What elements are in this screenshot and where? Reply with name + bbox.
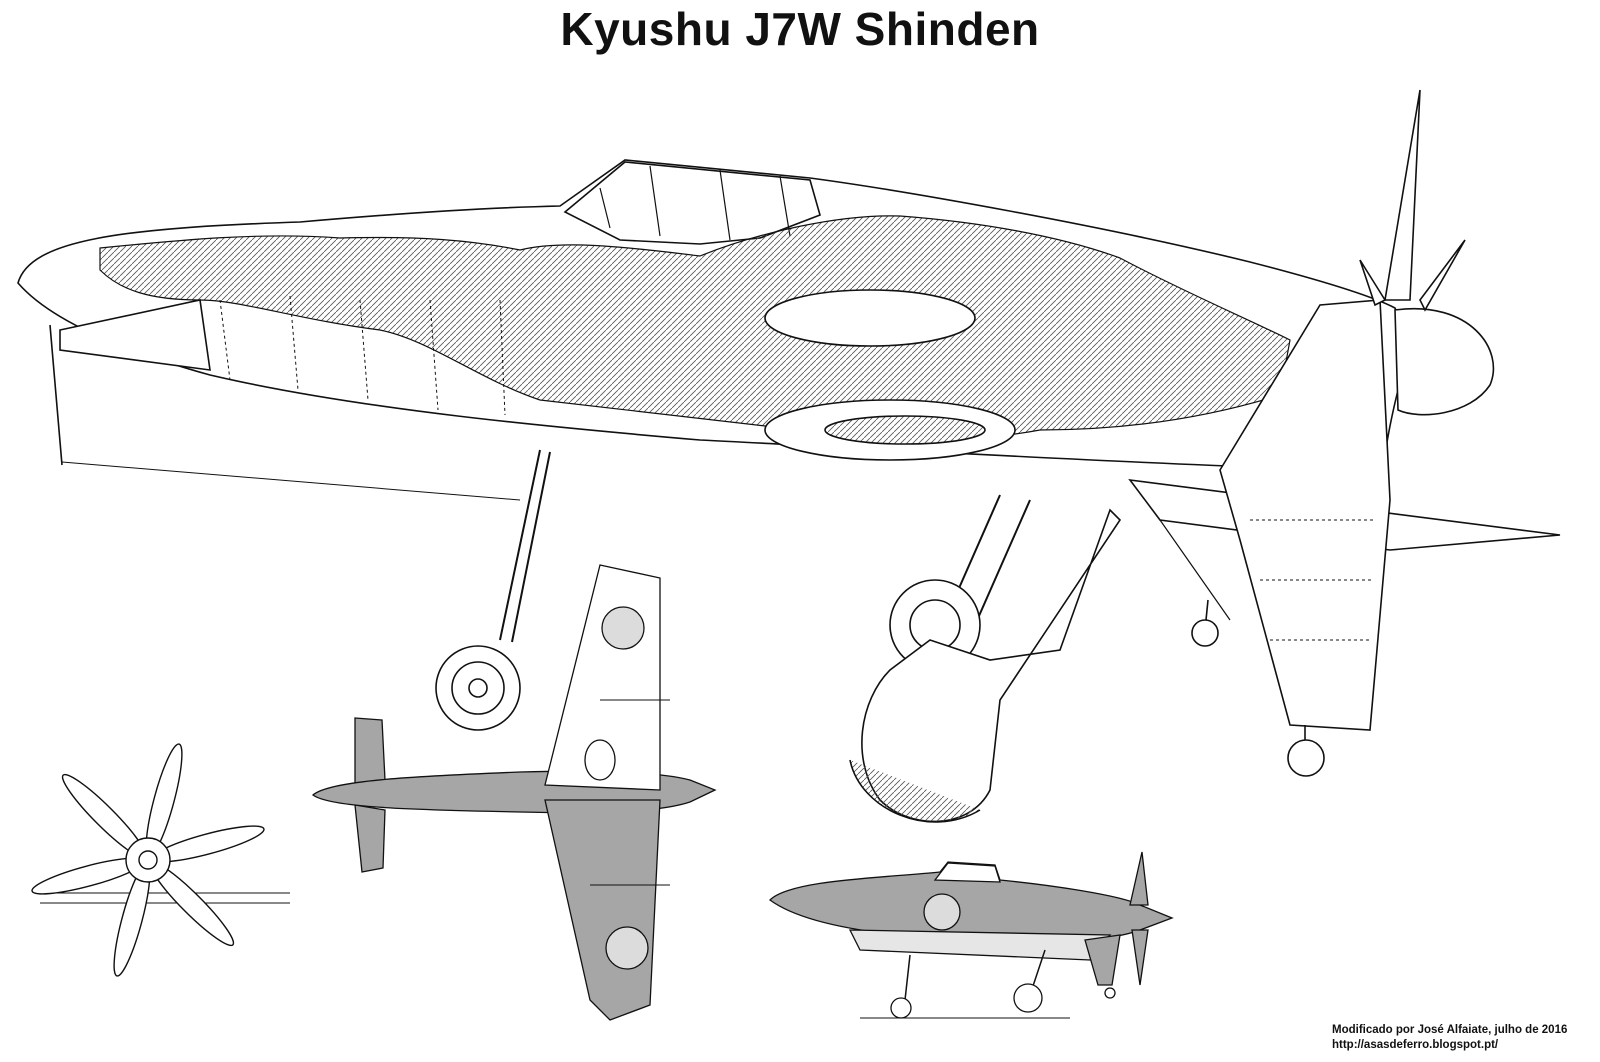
hinomaru-lower <box>605 926 649 970</box>
hinomaru-upper <box>601 606 645 650</box>
canopy <box>563 161 821 245</box>
profile-propeller <box>1129 851 1149 906</box>
top-wing-lower <box>544 799 661 1021</box>
profile-main-pod <box>1013 983 1043 1013</box>
profile-lower-wing <box>848 929 1112 961</box>
aircraft-top-view <box>311 564 717 1021</box>
diagram-title: Kyushu J7W Shinden <box>560 3 1040 55</box>
propeller-front-view <box>31 743 290 977</box>
aircraft-side-profile <box>769 851 1174 1019</box>
canard <box>59 299 211 371</box>
tail-wheel-right <box>1287 739 1325 777</box>
profile-canopy <box>933 862 1001 883</box>
credit-author: Modificado por José Alfaiate, julho de 2… <box>1332 1024 1568 1036</box>
tail-wheel-left <box>1191 619 1219 647</box>
credit-url: http://asasdeferro.blogspot.pt/ <box>1332 1039 1499 1051</box>
nose-gear-strut <box>499 449 551 643</box>
cutaway-aircraft <box>17 89 1561 823</box>
propeller-blade <box>1384 89 1421 301</box>
vertical-fin <box>1219 299 1391 731</box>
profile-nose-wheel <box>890 997 912 1019</box>
profile-hinomaru <box>923 893 961 931</box>
top-canard <box>354 717 386 786</box>
profile-fin <box>1084 934 1121 986</box>
nose-gear-wheel <box>435 645 521 731</box>
engine-intake <box>764 289 976 347</box>
propeller-spinner <box>1394 307 1495 416</box>
main-gear-fairing <box>861 508 1122 823</box>
